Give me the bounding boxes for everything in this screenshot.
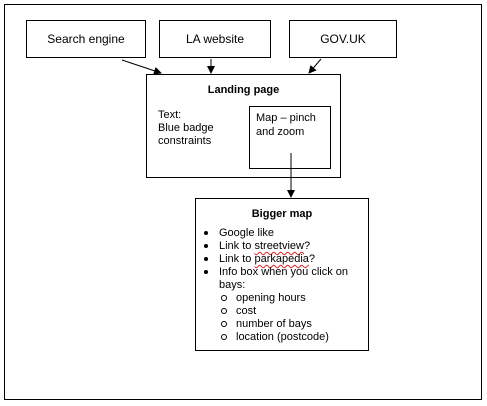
streetview-text: streetview bbox=[254, 240, 304, 252]
list-item-text: Google like bbox=[219, 227, 275, 239]
landing-page-box: Landing page Text: Blue badge constraint… bbox=[146, 74, 341, 178]
list-item-prefix: Link to bbox=[219, 240, 255, 252]
search-engine-label: Search engine bbox=[47, 32, 125, 46]
sub-list-item: location (postcode) bbox=[221, 331, 369, 344]
list-item: Google like bbox=[204, 227, 369, 240]
sub-list-item: opening hours bbox=[221, 292, 369, 305]
list-item-prefix: Link to bbox=[219, 253, 255, 265]
list-item-text: Info box when you click on bays: bbox=[219, 266, 349, 291]
landing-page-text: Text: Blue badge constraints bbox=[158, 109, 244, 148]
sub-list-item: number of bays bbox=[221, 318, 369, 331]
la-website-box: LA website bbox=[159, 20, 271, 58]
info-box-sub-list: opening hours cost number of bays locati… bbox=[219, 292, 369, 344]
gov-uk-box: GOV.UK bbox=[289, 20, 397, 58]
map-pinch-zoom-box: Map – pinch and zoom bbox=[249, 106, 331, 169]
sub-list-item: cost bbox=[221, 305, 369, 318]
list-item-suffix: ? bbox=[304, 240, 311, 252]
landing-text-line-2: Blue badge bbox=[158, 122, 214, 134]
landing-page-title: Landing page bbox=[207, 84, 280, 96]
bigger-map-title: Bigger map bbox=[251, 208, 313, 220]
diagram-frame bbox=[4, 4, 482, 400]
gov-uk-label: GOV.UK bbox=[320, 32, 366, 46]
landing-text-line-1: Text: bbox=[158, 109, 182, 121]
list-item-suffix: ? bbox=[308, 253, 316, 265]
list-item: Link to streetview? bbox=[204, 240, 369, 253]
map-pinch-zoom-label: Map – pinch and zoom bbox=[256, 112, 316, 138]
parkapedia-text: parkapedia bbox=[254, 253, 309, 265]
la-website-label: LA website bbox=[185, 32, 245, 46]
bigger-map-list: Google like Link to streetview? Link to … bbox=[196, 227, 369, 344]
bigger-map-box: Bigger map Google like Link to streetvie… bbox=[195, 198, 369, 351]
list-item: Link to parkapedia? bbox=[204, 253, 369, 266]
search-engine-box: Search engine bbox=[26, 20, 146, 58]
landing-text-line-3: constraints bbox=[158, 135, 212, 147]
list-item: Info box when you click on bays: opening… bbox=[204, 266, 369, 344]
